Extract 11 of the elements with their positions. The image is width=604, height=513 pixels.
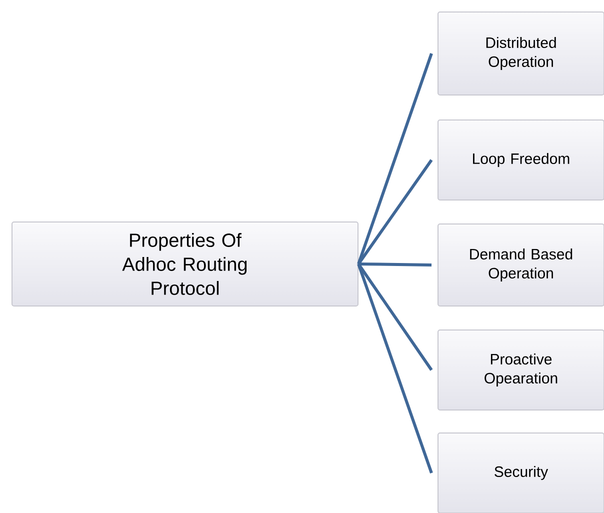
- property-box: Demand Based Operation: [438, 224, 604, 306]
- property-box: Properties Of Adhoc Routing Protocol: [12, 222, 358, 306]
- property-box: Proactive Opearation: [438, 329, 604, 410]
- property-box: Security: [438, 432, 604, 513]
- connector-line: [357, 53, 433, 264]
- property-box: Distributed Operation: [438, 12, 604, 96]
- connector-line: [358, 262, 432, 266]
- connector-line: [357, 264, 433, 474]
- connector-line: [357, 263, 433, 371]
- property-box: Loop Freedom: [438, 120, 604, 200]
- connector-line: [357, 159, 433, 265]
